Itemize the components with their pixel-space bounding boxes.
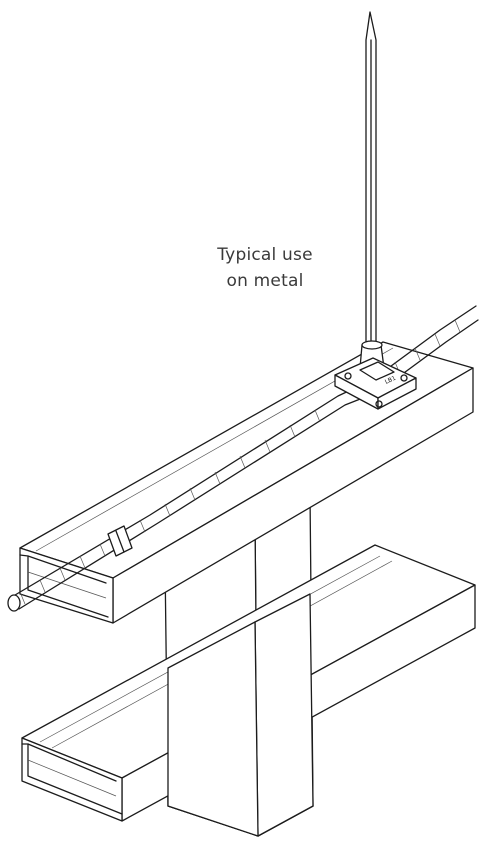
diagram-caption: Typical use on metal — [186, 242, 344, 294]
air-terminal-rod — [359, 11, 385, 369]
cable-clip — [107, 525, 133, 557]
post-front-over-lower-beam — [167, 593, 314, 837]
caption-line-2: on metal — [226, 271, 304, 291]
upper-channel-beam — [19, 341, 474, 624]
clamp-marking: LB1 — [384, 375, 397, 386]
rod-clamp-base — [334, 357, 417, 410]
caption-line-1: Typical use — [217, 245, 313, 265]
